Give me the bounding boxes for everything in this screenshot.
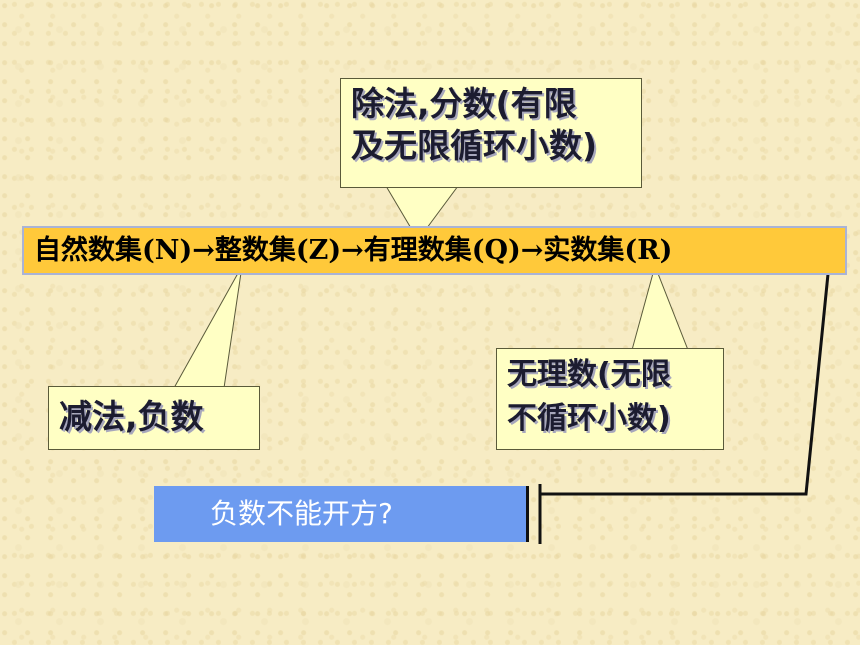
subtraction-callout-line-1: 减法,负数	[59, 397, 204, 436]
irrational-callout-line-2: 不循环小数)	[507, 401, 671, 436]
division-callout-line-2: 及无限循环小数)	[351, 126, 598, 165]
number-set-chain-text: 自然数集(N)→整数集(Z)→有理数集(Q)→实数集(R)	[34, 235, 673, 266]
negative-root-question: 负数不能开方?	[154, 486, 529, 542]
negative-root-question-text: 负数不能开方?	[210, 497, 393, 530]
irrational-callout: 无理数(无限 不循环小数)	[496, 348, 724, 450]
subtraction-callout: 减法,负数	[48, 386, 260, 450]
division-callout: 除法,分数(有限 及无限循环小数)	[340, 78, 642, 188]
subtraction-callout-pointer	[173, 265, 243, 389]
number-set-chain: 自然数集(N)→整数集(Z)→有理数集(Q)→实数集(R)	[22, 226, 847, 275]
irrational-callout-pointer	[631, 264, 689, 351]
irrational-callout-line-1: 无理数(无限	[507, 357, 671, 392]
division-callout-line-1: 除法,分数(有限	[351, 84, 577, 123]
